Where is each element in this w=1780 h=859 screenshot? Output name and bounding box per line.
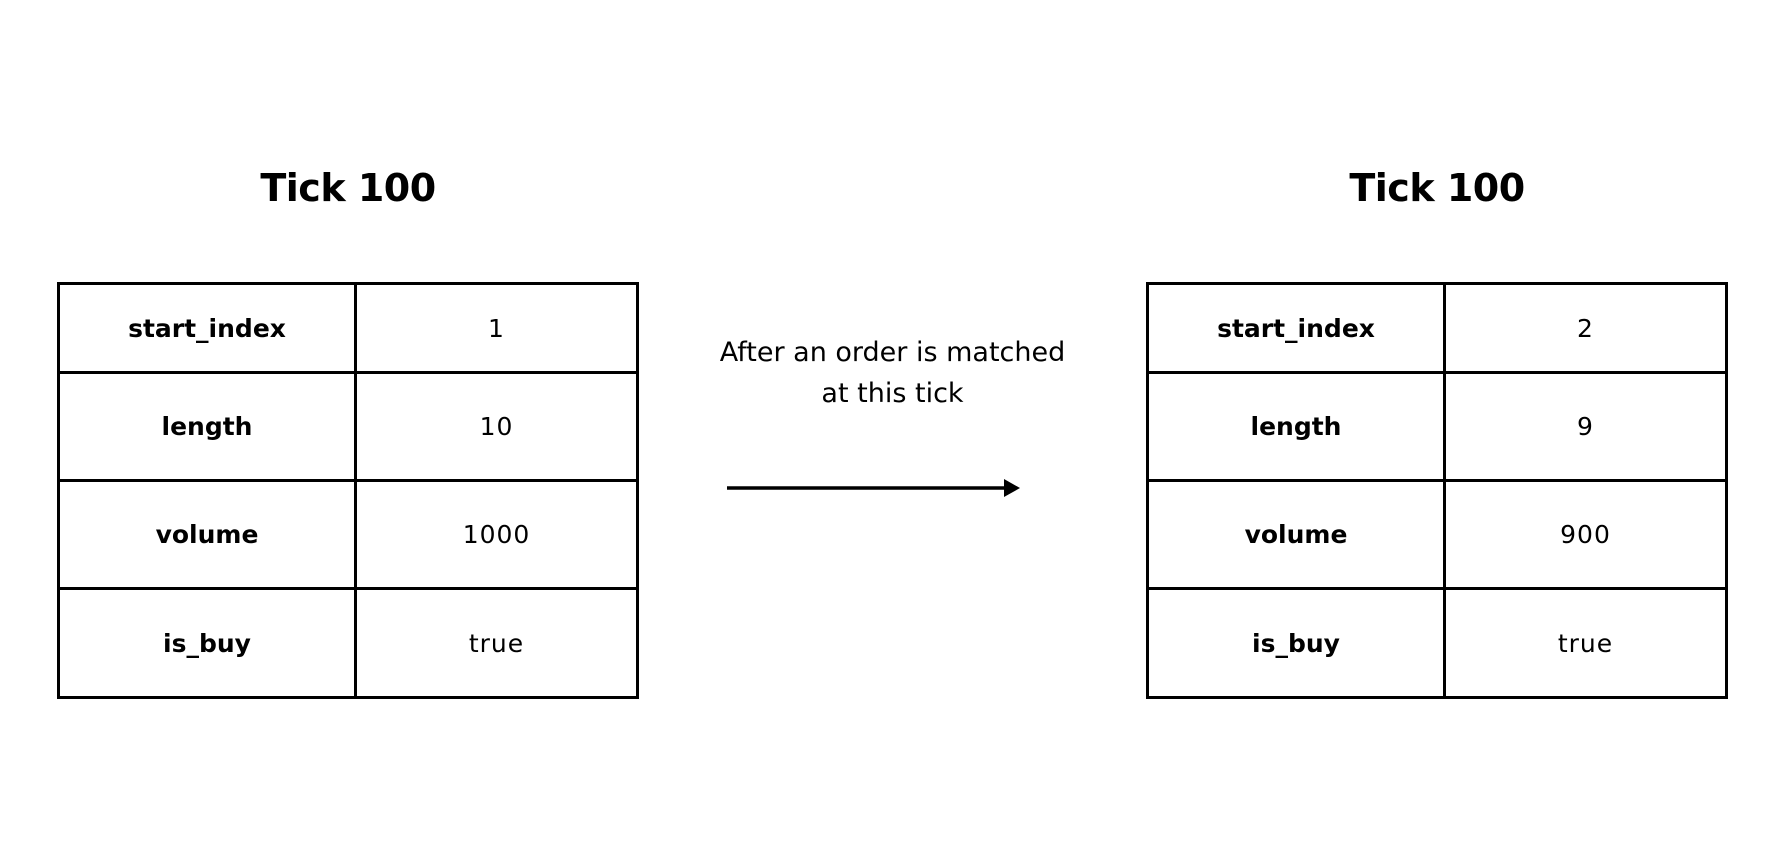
left-tick-table: start_index 1 length 10 volume 1000 is_b…	[57, 282, 639, 699]
right-tick-table: start_index 2 length 9 volume 900 is_buy…	[1146, 282, 1728, 699]
table-row: length 10	[57, 371, 639, 482]
field-name-cell: start_index	[1146, 282, 1446, 374]
field-value-cell: true	[1443, 587, 1728, 699]
field-name-cell: is_buy	[57, 587, 357, 699]
field-value-cell: 2	[1443, 282, 1728, 374]
right-arrow-icon	[727, 479, 1020, 497]
table-row: is_buy true	[1146, 587, 1728, 699]
table-row: length 9	[1146, 371, 1728, 482]
caption-line-2: at this tick	[821, 378, 964, 409]
field-value-cell: true	[354, 587, 639, 699]
table-row: start_index 1	[57, 282, 639, 374]
table-row: volume 1000	[57, 479, 639, 590]
field-value-cell: 1000	[354, 479, 639, 590]
table-row: is_buy true	[57, 587, 639, 699]
field-name-cell: length	[1146, 371, 1446, 482]
field-name-cell: volume	[57, 479, 357, 590]
field-value-cell: 10	[354, 371, 639, 482]
left-tick-title: Tick 100	[260, 166, 436, 210]
field-value-cell: 1	[354, 282, 639, 374]
field-value-cell: 9	[1443, 371, 1728, 482]
table-row: start_index 2	[1146, 282, 1728, 374]
field-value-cell: 900	[1443, 479, 1728, 590]
field-name-cell: volume	[1146, 479, 1446, 590]
table-row: volume 900	[1146, 479, 1728, 590]
field-name-cell: is_buy	[1146, 587, 1446, 699]
field-name-cell: start_index	[57, 282, 357, 374]
field-name-cell: length	[57, 371, 357, 482]
right-tick-title: Tick 100	[1349, 166, 1525, 210]
caption-line-1: After an order is matched	[719, 337, 1066, 368]
transition-caption: After an order is matched at this tick	[690, 332, 1095, 414]
